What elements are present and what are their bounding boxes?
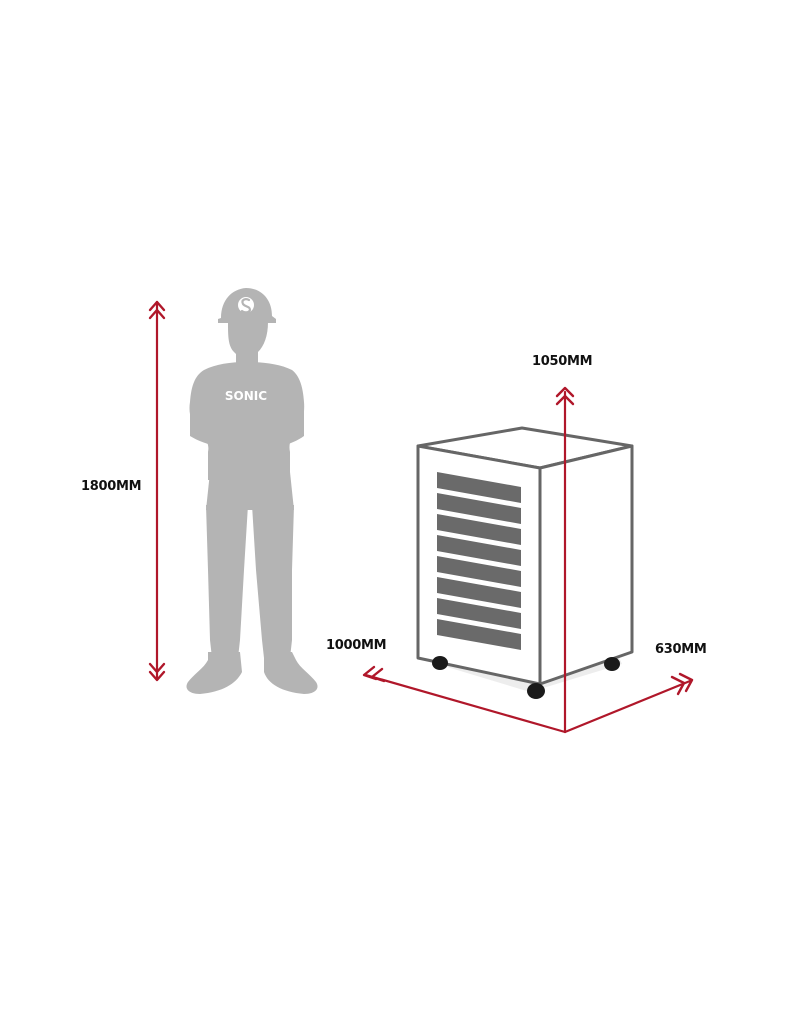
cabinet-height-label: 1050MM bbox=[532, 354, 592, 369]
cabinet-depth-label: 630MM bbox=[655, 642, 707, 657]
drawer-stack bbox=[437, 472, 521, 650]
double-chevron-icon bbox=[555, 386, 575, 406]
double-chevron-icon bbox=[362, 665, 386, 683]
double-chevron-icon bbox=[148, 662, 166, 682]
caster-wheels bbox=[432, 656, 620, 699]
double-chevron-icon bbox=[670, 672, 694, 696]
cabinet-dimension-arrows bbox=[364, 390, 692, 734]
helmet-logo-icon bbox=[238, 297, 254, 314]
person-height-label: 1800MM bbox=[81, 479, 141, 494]
tool-cabinet-icon bbox=[416, 426, 634, 699]
double-chevron-icon bbox=[148, 300, 166, 320]
cabinet-width-label: 1000MM bbox=[326, 638, 386, 653]
chest-logo-text: SONIC bbox=[225, 389, 267, 403]
worker-silhouette-icon bbox=[186, 288, 318, 694]
